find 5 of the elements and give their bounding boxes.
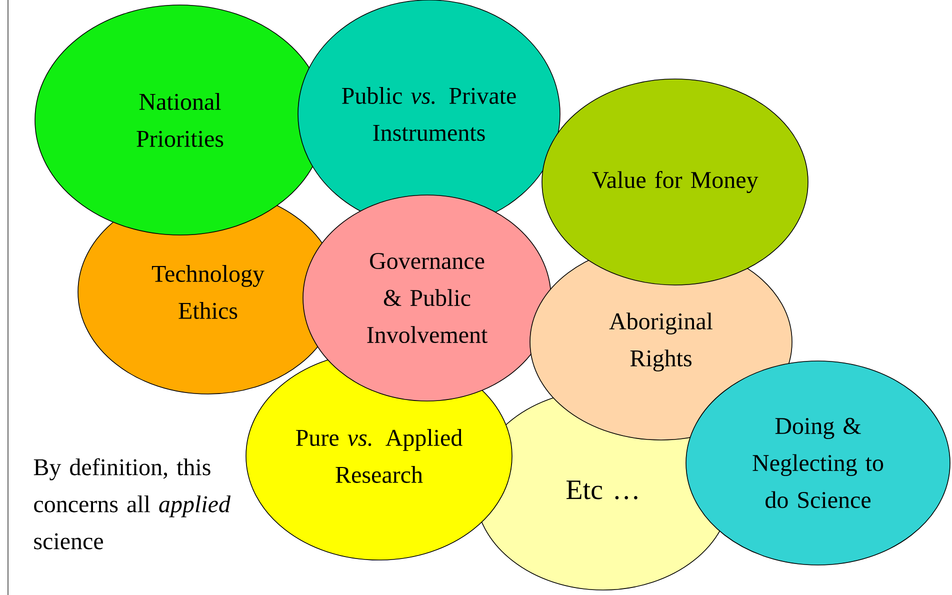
ellipse-bubble: Public vs. Private Instruments <box>298 0 560 228</box>
ellipse-bubble: National Priorities <box>34 4 326 236</box>
note-text: By definition, this concerns all applied science <box>34 458 231 550</box>
ellipse-bubble: Value for Money <box>542 78 808 286</box>
ellipse-bubble: Governance & Public Involvement <box>302 194 552 402</box>
